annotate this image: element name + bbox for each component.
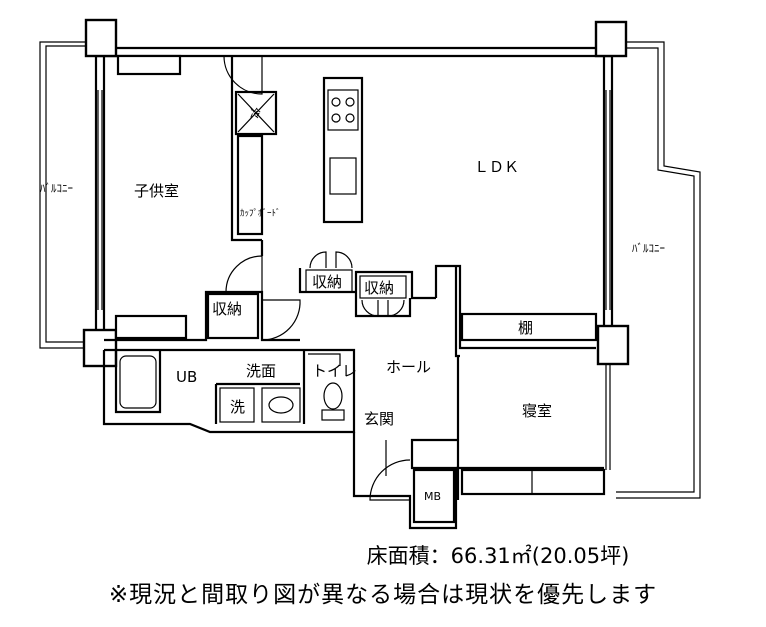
meter-box bbox=[412, 468, 456, 524]
bedroom-closet bbox=[460, 468, 606, 496]
label-washer: 洗 bbox=[230, 398, 245, 416]
burner-1 bbox=[331, 97, 341, 107]
door-entrance bbox=[369, 459, 411, 501]
label-balcony-right: ﾊﾞﾙｺﾆｰ bbox=[632, 242, 665, 255]
outer-wall bbox=[94, 46, 614, 350]
storage-block bbox=[298, 268, 436, 318]
fridge-cross bbox=[237, 93, 275, 133]
toilet-tank bbox=[321, 409, 345, 421]
label-toilet: トイレ bbox=[312, 362, 357, 380]
label-bedroom: 寝室 bbox=[522, 402, 552, 420]
cupboard-box bbox=[236, 134, 264, 236]
disclaimer-note: ※現況と間取り図が異なる場合は現状を優先します bbox=[108, 582, 658, 608]
balcony-right-outline bbox=[616, 41, 701, 499]
label-shelf: 棚 bbox=[518, 319, 533, 337]
entrance-walls bbox=[352, 432, 458, 530]
label-hall: ホール bbox=[386, 358, 431, 376]
label-fridge: 冷 bbox=[250, 107, 261, 120]
column-mid-left bbox=[82, 328, 118, 368]
toilet-bowl bbox=[323, 382, 343, 410]
door-storage-2-l bbox=[361, 299, 379, 317]
basin bbox=[268, 396, 294, 414]
floor-plan: 子供室 ＬＤＫ ﾊﾞﾙｺﾆｰ ﾊﾞﾙｺﾆｰ 収納 収納 収納 棚 ホール UB … bbox=[39, 18, 701, 530]
label-ldk: ＬＤＫ bbox=[474, 158, 519, 176]
window-left bbox=[97, 90, 103, 310]
kids-top-shelf bbox=[116, 54, 182, 76]
sink bbox=[329, 157, 357, 195]
label-storage-3: 収納 bbox=[212, 300, 242, 318]
stove bbox=[327, 89, 359, 131]
balcony-left-outline bbox=[39, 41, 86, 349]
label-washroom: 洗面 bbox=[246, 362, 276, 380]
burner-2 bbox=[345, 97, 355, 107]
wet-area-walls bbox=[102, 348, 356, 434]
floor-area-line: 床面積：66.31㎡(20.05坪) bbox=[115, 540, 766, 570]
burner-4 bbox=[345, 113, 355, 123]
burner-3 bbox=[331, 113, 341, 123]
label-kids-room: 子供室 bbox=[134, 182, 179, 200]
door-kids-2 bbox=[225, 255, 263, 293]
label-balcony-left: ﾊﾞﾙｺﾆｰ bbox=[40, 182, 73, 195]
door-storage-2-r bbox=[387, 299, 405, 317]
column-top-left bbox=[84, 18, 118, 58]
washer-box bbox=[219, 387, 255, 423]
column-top-right bbox=[594, 20, 628, 58]
hall-walls bbox=[434, 264, 604, 500]
area-tsubo: (20.05坪) bbox=[531, 544, 630, 568]
label-unit-bath: UB bbox=[176, 368, 197, 386]
kids-closet bbox=[114, 314, 188, 340]
bathtub bbox=[119, 355, 157, 409]
door-kids bbox=[223, 55, 263, 95]
storage-2-box bbox=[359, 275, 407, 299]
area-unit: ㎡ bbox=[510, 544, 532, 568]
label-storage-2: 収納 bbox=[364, 279, 394, 297]
door-storage-3 bbox=[261, 299, 301, 341]
kitchen-island bbox=[322, 76, 364, 224]
window-right bbox=[605, 90, 611, 470]
label-cupboard: ｶｯﾌﾟﾎﾞｰﾄﾞ bbox=[240, 208, 281, 219]
area-prefix: 床面積： bbox=[366, 544, 451, 568]
storage-3-box bbox=[206, 292, 260, 340]
door-storage-1-r bbox=[335, 251, 353, 269]
area-value: 66.31 bbox=[450, 544, 511, 568]
door-toilet bbox=[308, 353, 341, 366]
column-mid-right bbox=[596, 324, 630, 366]
door-storage-1-l bbox=[309, 251, 327, 269]
storage-1-box bbox=[305, 269, 353, 293]
label-entrance: 玄関 bbox=[364, 410, 394, 428]
label-meter-box: MB bbox=[424, 490, 441, 503]
shelf-box bbox=[460, 312, 598, 342]
label-storage-1: 収納 bbox=[312, 273, 342, 291]
basin-box bbox=[261, 387, 301, 423]
